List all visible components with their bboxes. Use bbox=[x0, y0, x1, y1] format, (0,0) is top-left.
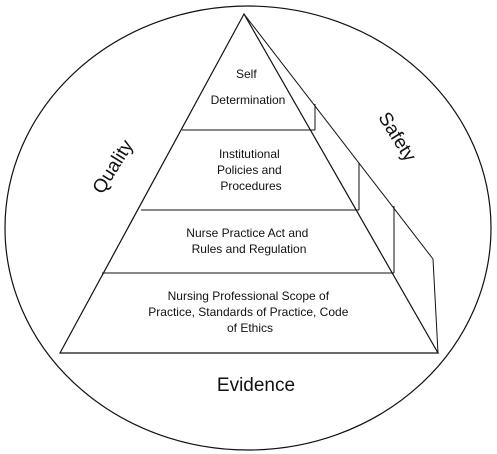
tier-1-label: Self Determination bbox=[211, 67, 286, 107]
safety-label: Safety bbox=[373, 109, 420, 166]
tier-4-line-3: of Ethics bbox=[227, 321, 273, 335]
tier-3-label: Nurse Practice Act and Rules and Regulat… bbox=[186, 226, 311, 256]
tier-4-label: Nursing Professional Scope of Practice, … bbox=[148, 289, 351, 335]
tier-4-line-2: Practice, Standards of Practice, Code bbox=[148, 305, 348, 319]
tier-2-line-2: Policies and bbox=[217, 163, 282, 177]
tier-3-line-1: Nurse Practice Act and bbox=[186, 226, 308, 240]
tier-2-line-3: Procedures bbox=[220, 179, 281, 193]
tier-3-line-2: Rules and Regulation bbox=[192, 242, 307, 256]
pyramid-front-face bbox=[58, 12, 440, 354]
tier-1-line-2: Determination bbox=[211, 93, 286, 107]
pyramid-side-face bbox=[243, 13, 439, 354]
tier-2-label: Institutional Policies and Procedures bbox=[217, 147, 285, 193]
tier-1-line-1: Self bbox=[236, 67, 257, 81]
tier-2-line-1: Institutional bbox=[219, 147, 280, 161]
evidence-label: Evidence bbox=[217, 375, 295, 396]
enclosing-circle bbox=[4, 5, 492, 451]
quality-label: Quality bbox=[89, 136, 138, 198]
tier-4-line-1: Nursing Professional Scope of bbox=[168, 289, 330, 303]
